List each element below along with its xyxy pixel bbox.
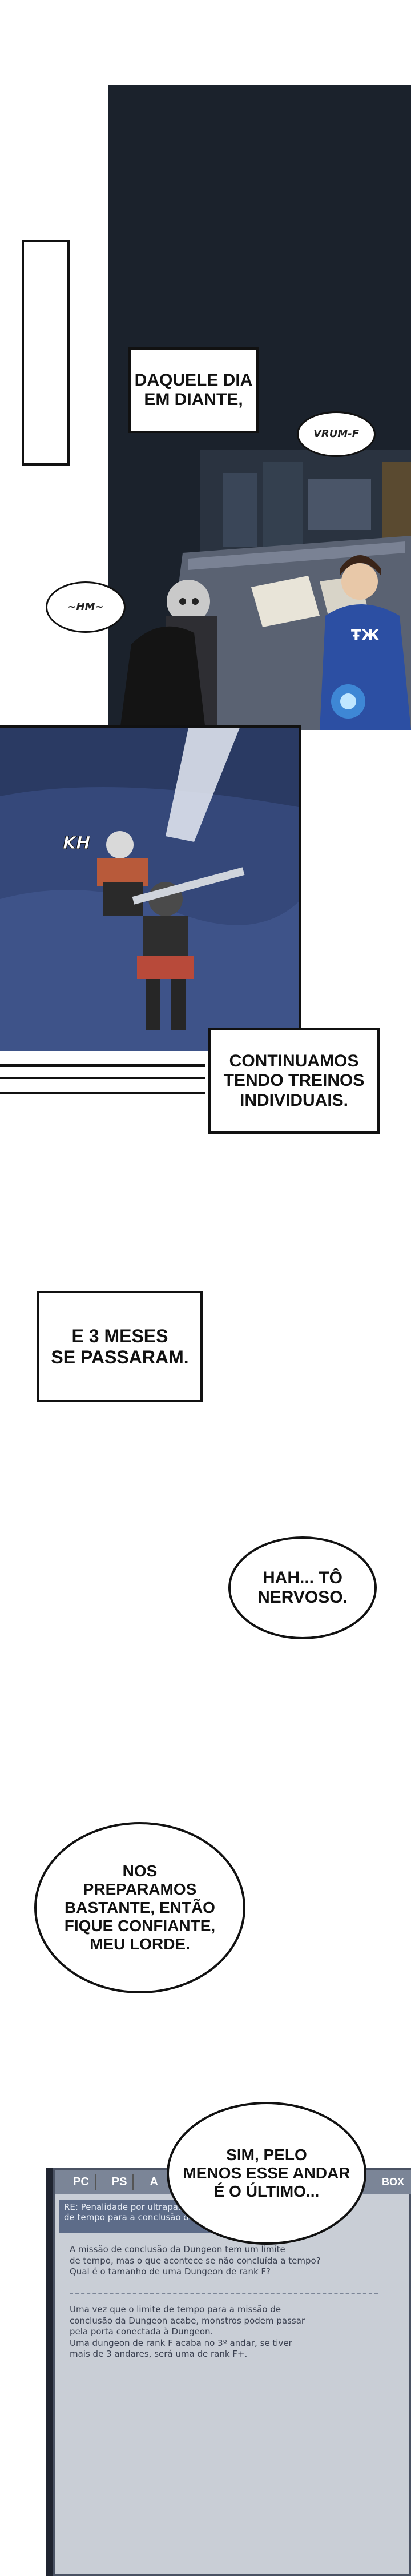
message-question: A missão de conclusão da Dungeon tem um … [70,2244,321,2277]
sfx-text-left: ~hm~ [67,600,104,613]
sfx-text-right: vrum-f [313,427,360,440]
vertical-stripe [22,240,70,466]
sfx-bubble-left: ~hm~ [46,581,126,633]
panel-room-scene: ŦЖ [108,85,411,730]
speech-bubble-last-floor: SIM, PELO MENOS ESSE ANDAR É O ÚLTIMO... [167,2102,366,2245]
message-divider [70,2293,378,2294]
caption-three-months: E 3 MESES SE PASSARAM. [37,1291,203,1402]
hoodie-logo: ŦЖ [351,627,380,644]
message-answer: Uma vez que o limite de tempo para a mis… [70,2304,305,2359]
tab-pc[interactable]: PC [67,2174,96,2190]
transition-line-1 [0,1064,206,1067]
transition-line-3 [0,1092,206,1094]
tab-ps[interactable]: PS [106,2174,134,2190]
transition-line-2 [0,1077,206,1079]
panel-arena-fight: KH [0,725,301,1051]
caption-from-that-day: DAQUELE DIA EM DIANTE, [128,347,259,433]
arena-fight-illustration [0,728,299,1051]
speech-bubble-nervous: HAH... TÔ NERVOSO. [228,1536,377,1639]
tab-a[interactable]: A [150,2175,158,2188]
room-scene-illustration [108,85,411,730]
speech-bubble-prepared: NOS PREPARAMOS BASTANTE, ENTÃO FIQUE CON… [34,1822,245,1993]
sfx-bubble-right: vrum-f [297,411,376,457]
tab-box[interactable]: BOX [381,2176,404,2188]
sfx-kh: KH [62,833,91,854]
caption-individual-training: CONTINUAMOS TENDO TREINOS INDIVIDUAIS. [208,1028,380,1134]
